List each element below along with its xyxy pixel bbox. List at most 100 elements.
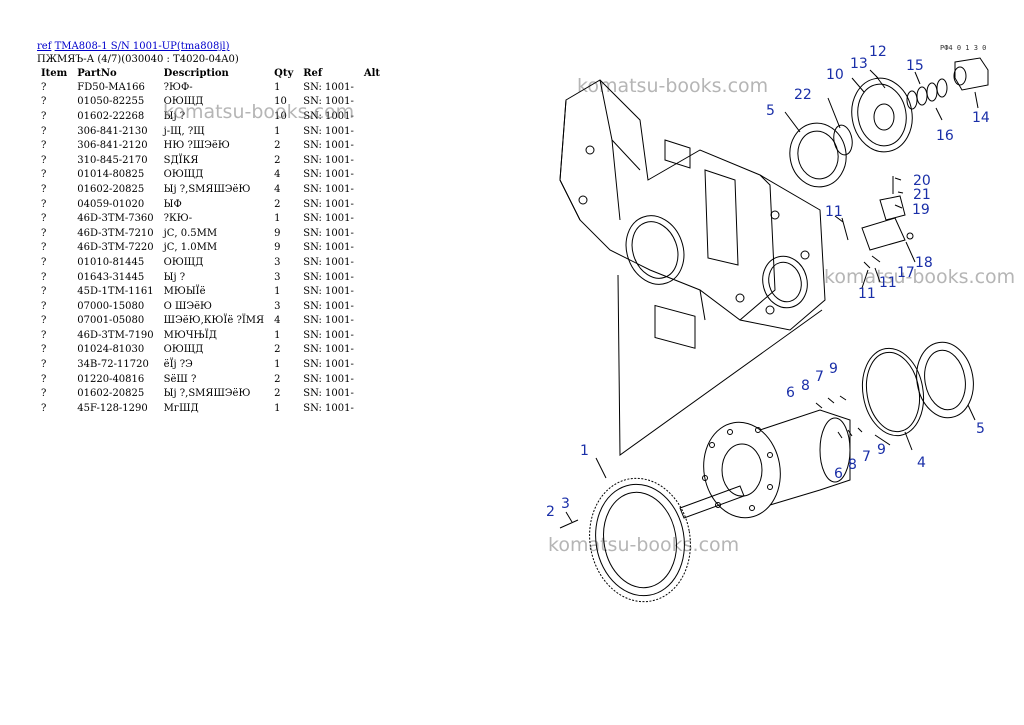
cell-qty: 3 (274, 271, 281, 283)
cell-qty: 4 (274, 183, 281, 195)
shim-pack (906, 78, 948, 110)
cell-description: Ыј ? (163, 271, 186, 283)
cell-alt (360, 95, 390, 110)
callout-16: 16 (936, 128, 954, 144)
cell-ref: SN: 1001- (303, 256, 354, 268)
cell-ref: SN: 1001- (303, 359, 354, 371)
cell-item: ? (41, 198, 47, 210)
cell-description: ?КЮ- (163, 213, 193, 225)
cell-alt (360, 357, 390, 372)
callout-7-a: 7 (815, 369, 824, 385)
cell-description: ЫФ (163, 198, 182, 210)
callout-18: 18 (915, 255, 933, 271)
cell-qty: 4 (274, 315, 281, 327)
section-subtitle: ПЖМЯЪ-А (4/7)(030040 : T4020-04A0) (37, 54, 239, 65)
cell-description: ОЮЩД (163, 96, 204, 108)
callout-8-b: 8 (848, 457, 857, 473)
cell-description: Ыј ?,SМЯШЭёЮ (163, 388, 251, 400)
cell-description: МЮЧЊЇД (163, 329, 217, 341)
ring-4 (861, 347, 925, 437)
cell-ref: SN: 1001- (303, 227, 354, 239)
cell-ref: SN: 1001- (303, 300, 354, 312)
cell-qty: 1 (274, 329, 281, 341)
callout-19: 19 (912, 202, 930, 218)
cell-qty: 3 (274, 300, 281, 312)
cell-item: ? (41, 81, 47, 93)
cell-alt (360, 314, 390, 329)
sensor-14 (953, 57, 989, 91)
cell-partno: 07000-15080 (77, 300, 145, 312)
cell-qty: 10 (274, 96, 287, 108)
cell-description: О ШЭёЮ (163, 300, 212, 312)
cell-ref: SN: 1001- (303, 242, 354, 254)
cell-item: ? (41, 256, 47, 268)
cell-ref: SN: 1001- (303, 402, 354, 414)
cell-partno: 46D-3TM-7210 (77, 227, 154, 239)
o-ring-22 (833, 124, 853, 156)
guide-lines (617, 274, 823, 456)
cell-item: ? (41, 315, 47, 327)
cell-partno: 01602-20825 (77, 388, 145, 400)
cell-item: ? (41, 402, 47, 414)
watermark: komatsu-books.com (824, 266, 1016, 288)
cell-item: ? (41, 140, 47, 152)
drawing-code: PФ4 0 1 3 0 (940, 44, 986, 52)
cell-partno: 01602-20825 (77, 183, 145, 195)
callout-5-top: 5 (766, 103, 775, 119)
col-header-qty: Qty (274, 67, 294, 79)
cell-ref: SN: 1001- (303, 140, 354, 152)
col-header-alt: Alt (363, 67, 381, 79)
model-link[interactable]: TMA808-1 S/N 1001-UP(tma808jl) (54, 41, 230, 52)
cell-description: МЮЫЇё (163, 286, 206, 298)
cell-alt (360, 80, 390, 95)
cell-description: ОЮЩД (163, 169, 204, 181)
ref-link[interactable]: ref (37, 41, 52, 52)
cell-ref: SN: 1001- (303, 344, 354, 356)
hub-assembly (679, 409, 851, 519)
cell-description: ?ЮФ- (163, 81, 193, 93)
cell-alt (360, 299, 390, 314)
cell-partno: FD50-MA166 (77, 81, 145, 93)
callout-6-b: 6 (834, 466, 843, 482)
callout-22: 22 (794, 87, 812, 103)
watermark: komatsu-books.com (577, 75, 769, 97)
cell-item: ? (41, 183, 47, 195)
callout-5-bottom: 5 (976, 421, 985, 437)
bolt-11 (841, 217, 849, 241)
cell-item: ? (41, 373, 47, 385)
cell-description: јС, 1.0ММ (163, 242, 218, 254)
cell-partno: 45F-128-1290 (77, 402, 148, 414)
cell-ref: SN: 1001- (303, 388, 354, 400)
bolts-upper (815, 395, 847, 409)
callout-7-b: 7 (862, 449, 871, 465)
cell-ref: SN: 1001- (303, 96, 354, 108)
callout-11-a: 11 (825, 204, 843, 220)
cell-alt (360, 328, 390, 343)
cell-ref: SN: 1001- (303, 373, 354, 385)
cell-qty: 1 (274, 359, 281, 371)
cell-description: SёШ ? (163, 373, 197, 385)
cell-item: ? (41, 271, 47, 283)
cell-description: НЮ ?ШЭёЮ (163, 140, 230, 152)
callout-11-c: 11 (858, 286, 876, 302)
watermark: komatsu-books.com (163, 101, 355, 123)
cell-qty: 2 (274, 198, 281, 210)
bolt-2 (559, 519, 579, 529)
cell-item: ? (41, 242, 47, 254)
cell-qty: 3 (274, 256, 281, 268)
cell-alt (360, 124, 390, 139)
cell-item: ? (41, 227, 47, 239)
